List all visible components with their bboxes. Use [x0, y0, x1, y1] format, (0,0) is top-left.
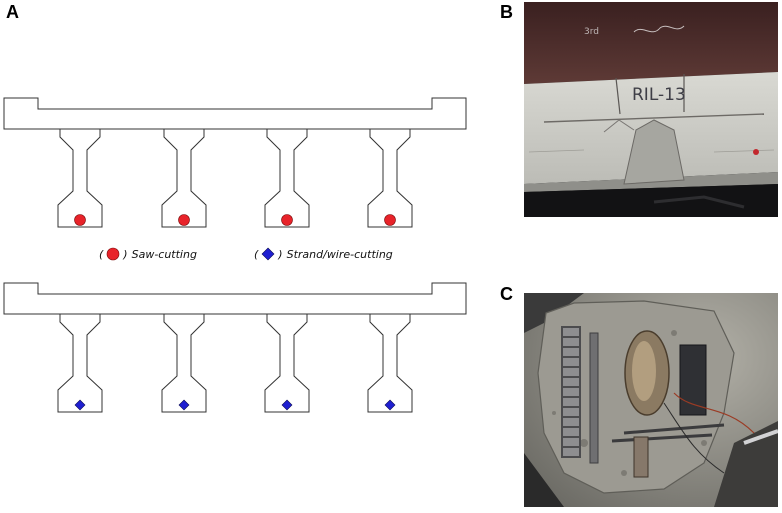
girder-1 — [57, 128, 103, 228]
legend-strand-label: Strand/wire-cutting — [286, 247, 393, 261]
legend-saw-cutting: ( ) Saw-cutting — [98, 247, 197, 261]
deck-slab — [3, 282, 467, 315]
legend-strand-close-paren: ) — [278, 247, 283, 261]
panel-label-b: B — [500, 2, 513, 22]
legend-strand-cutting: ( ) Strand/wire-cutting — [253, 247, 393, 261]
bridge-cross-section-diagram — [3, 97, 467, 413]
photo-exposed-strands — [524, 293, 778, 507]
girder-row-strand-cutting — [3, 282, 467, 413]
photo-b-handwriting-top: 3rd — [584, 27, 599, 37]
strand-cut-marker — [178, 399, 190, 411]
panel-label-c: C — [500, 284, 513, 304]
photo-saw-cut-girder: RIL-13 3rd — [524, 2, 778, 217]
girder-1 — [57, 313, 103, 413]
legend-saw-label: Saw-cutting — [131, 247, 197, 261]
red-circle-icon — [106, 247, 120, 261]
panel-label-a: A — [6, 2, 19, 22]
legend-saw-close-paren: ) — [123, 247, 128, 261]
saw-cut-marker — [74, 214, 86, 226]
saw-cut-marker — [384, 214, 396, 226]
deck-slab — [3, 97, 467, 130]
strand-cut-marker — [384, 399, 396, 411]
saw-cut-marker — [178, 214, 190, 226]
legend-saw-open-paren: ( — [99, 247, 104, 261]
saw-cut-marker — [281, 214, 293, 226]
girder-2 — [161, 128, 207, 228]
girder-2 — [161, 313, 207, 413]
blue-diamond-icon — [261, 247, 275, 261]
girder-3 — [264, 128, 310, 228]
strand-cut-marker — [281, 399, 293, 411]
girder-4 — [367, 313, 413, 413]
girder-3 — [264, 313, 310, 413]
girder-4 — [367, 128, 413, 228]
photo-b-handwriting: RIL-13 — [632, 85, 686, 105]
strand-cut-marker — [74, 399, 86, 411]
legend-strand-open-paren: ( — [254, 247, 259, 261]
girder-row-saw-cutting — [3, 97, 467, 228]
